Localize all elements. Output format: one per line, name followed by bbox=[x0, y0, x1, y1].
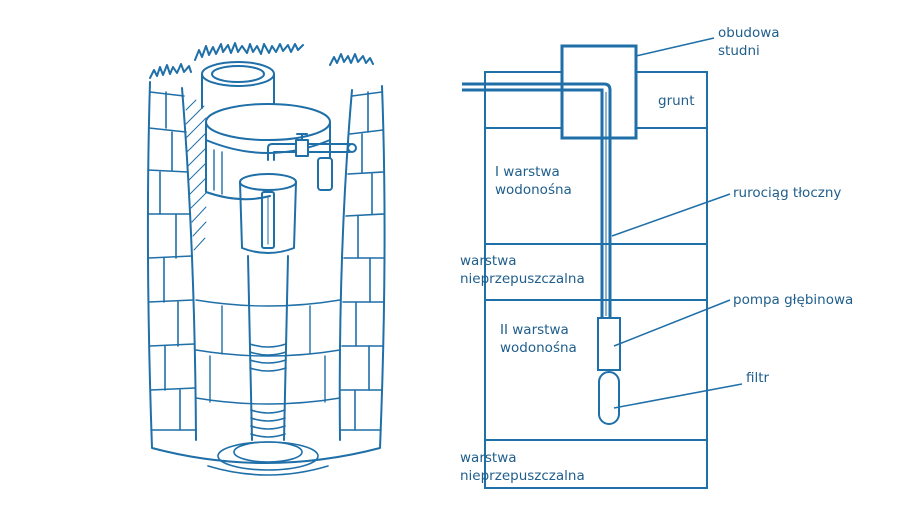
leader-casing bbox=[635, 37, 715, 57]
masonry-right bbox=[339, 91, 385, 431]
label-aquifer-1: I warstwa wodonośna bbox=[495, 164, 572, 198]
label-aquifer-2: II warstwa wodonośna bbox=[500, 322, 577, 356]
valve bbox=[295, 139, 309, 157]
shadow-hatching bbox=[185, 99, 207, 251]
label-soil: grunt bbox=[658, 93, 695, 109]
well-schematic bbox=[462, 37, 743, 489]
grass-top bbox=[194, 42, 304, 61]
grass-right bbox=[329, 53, 374, 66]
well-casing-box bbox=[560, 44, 638, 140]
outlet-pipe bbox=[267, 143, 351, 161]
tank-body bbox=[201, 73, 275, 109]
leader-pump bbox=[613, 299, 731, 347]
pump-housing-top bbox=[239, 173, 297, 191]
filter bbox=[598, 371, 620, 425]
label-pump: pompa głębinowa bbox=[733, 292, 854, 308]
grass-left bbox=[149, 63, 192, 79]
leader-pipeline bbox=[611, 193, 731, 237]
masonry-left bbox=[147, 91, 197, 431]
shaft-inner bbox=[181, 87, 197, 441]
platform bbox=[205, 103, 331, 141]
water-ripples bbox=[207, 441, 329, 476]
label-impermeable-1: warstwa nieprzepuszczalna bbox=[460, 253, 585, 287]
label-casing: obudowa studni bbox=[718, 25, 780, 59]
delivery-pipe bbox=[462, 82, 612, 318]
label-pipeline: rurociąg tłoczny bbox=[733, 185, 842, 201]
leader-filter bbox=[613, 383, 743, 409]
well-cross-section-illustration bbox=[146, 42, 386, 476]
label-impermeable-2: warstwa nieprzepuszczalna bbox=[460, 450, 585, 484]
casing-rings bbox=[249, 343, 287, 438]
label-filter: filtr bbox=[746, 370, 770, 386]
shaft-outline bbox=[146, 81, 386, 464]
masonry-back bbox=[195, 299, 341, 405]
shaft-inner-right bbox=[338, 89, 353, 441]
gauge bbox=[261, 191, 275, 249]
pump bbox=[597, 317, 621, 371]
